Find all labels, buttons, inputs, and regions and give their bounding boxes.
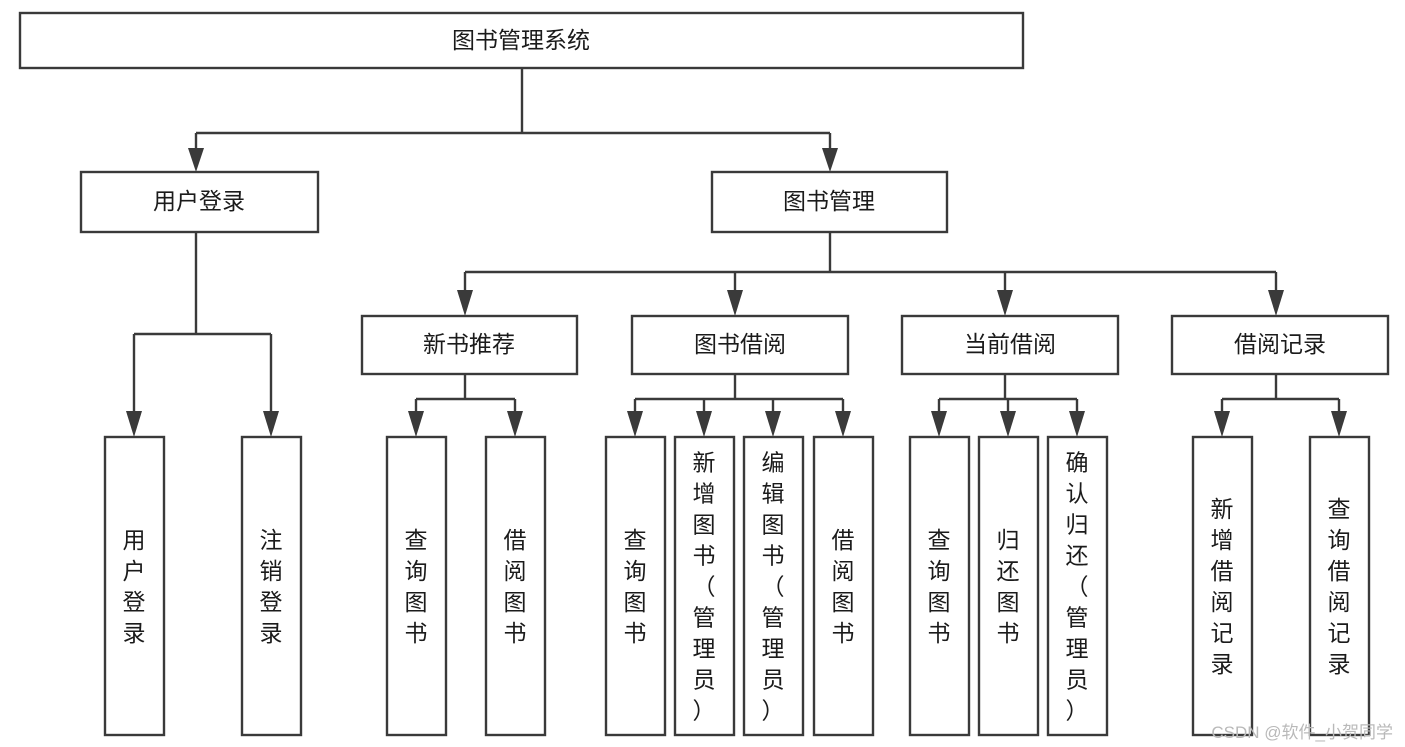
node-leaf7-label: 编辑图书（管理员） [762, 450, 785, 724]
node-leaf12[interactable]: 新增借阅记录 [1191, 435, 1254, 737]
node-leaf11-box[interactable] [1046, 435, 1109, 737]
node-leaf7-box[interactable] [742, 435, 805, 737]
connector-group-root-to-level2 [188, 68, 838, 172]
node-leaf10[interactable]: 归还图书 [977, 435, 1040, 737]
node-login[interactable]: 用户登录 [79, 170, 320, 234]
node-bookmgmt-label: 图书管理 [783, 188, 875, 214]
node-leaf13-label: 查询借阅记录 [1328, 496, 1351, 677]
node-leaf6-label: 新增图书（管理员） [693, 450, 716, 724]
node-leaf11-label: 确认归还（管理员） [1066, 450, 1089, 724]
node-leaf8-box[interactable] [812, 435, 875, 737]
connector-group-newbook-to-leaves [408, 374, 523, 437]
arrowhead-login [188, 148, 204, 172]
node-records[interactable]: 借阅记录 [1170, 314, 1390, 376]
connector-group-records-to-leaves [1214, 374, 1347, 437]
node-newbook-box[interactable] [360, 314, 579, 376]
arrowhead-borrow [727, 290, 743, 316]
arrowhead-leaf8 [835, 411, 851, 437]
node-records-box[interactable] [1170, 314, 1390, 376]
arrowhead-leaf4 [507, 411, 523, 437]
node-leaf11[interactable]: 确认归还（管理员） [1046, 435, 1109, 737]
node-leaf8-label: 借阅图书 [832, 527, 855, 646]
node-leaf12-box[interactable] [1191, 435, 1254, 737]
node-leaf3-label: 查询图书 [405, 527, 428, 646]
node-leaf1-box[interactable] [103, 435, 166, 737]
arrowhead-leaf9 [931, 411, 947, 437]
node-leaf2-label: 注销登录 [260, 527, 283, 646]
node-records-label: 借阅记录 [1234, 331, 1326, 357]
node-current-box[interactable] [900, 314, 1120, 376]
node-leaf5[interactable]: 查询图书 [604, 435, 667, 737]
node-newbook-label: 新书推荐 [423, 331, 515, 357]
node-leaf10-box[interactable] [977, 435, 1040, 737]
connector-group-borrow-to-leaves [627, 374, 851, 437]
node-newbook[interactable]: 新书推荐 [360, 314, 579, 376]
arrowhead-leaf7 [765, 411, 781, 437]
node-leaf10-label: 归还图书 [997, 527, 1020, 646]
arrowhead-leaf1 [126, 411, 142, 437]
node-root-label: 图书管理系统 [452, 27, 590, 53]
node-leaf6[interactable]: 新增图书（管理员） [673, 435, 736, 737]
node-borrow-label: 图书借阅 [694, 331, 786, 357]
node-leaf2[interactable]: 注销登录 [240, 435, 303, 737]
connector-group-current-to-leaves [931, 374, 1085, 437]
arrowhead-leaf5 [627, 411, 643, 437]
arrowhead-bookmgmt [822, 148, 838, 172]
arrowhead-leaf11 [1069, 411, 1085, 437]
arrowhead-current [997, 290, 1013, 316]
node-leaf9-label: 查询图书 [928, 527, 951, 646]
node-leaf1-label: 用户登录 [123, 527, 146, 646]
node-leaf3[interactable]: 查询图书 [385, 435, 448, 737]
node-leaf3-box[interactable] [385, 435, 448, 737]
node-login-label: 用户登录 [153, 188, 245, 214]
node-leaf5-label: 查询图书 [624, 527, 647, 646]
arrowhead-newbook [457, 290, 473, 316]
connector-group-bookmgmt-to-level3 [457, 232, 1284, 316]
arrowhead-leaf3 [408, 411, 424, 437]
node-login-box[interactable] [79, 170, 320, 234]
arrowhead-leaf13 [1331, 411, 1347, 437]
node-leaf12-label: 新增借阅记录 [1211, 496, 1234, 677]
node-current[interactable]: 当前借阅 [900, 314, 1120, 376]
node-leaf9-box[interactable] [908, 435, 971, 737]
node-leaf6-box[interactable] [673, 435, 736, 737]
arrowhead-leaf12 [1214, 411, 1230, 437]
node-borrow[interactable]: 图书借阅 [630, 314, 850, 376]
node-bookmgmt-box[interactable] [710, 170, 949, 234]
arrowhead-records [1268, 290, 1284, 316]
node-current-label: 当前借阅 [964, 331, 1056, 357]
node-bookmgmt[interactable]: 图书管理 [710, 170, 949, 234]
node-borrow-box[interactable] [630, 314, 850, 376]
node-leaf5-box[interactable] [604, 435, 667, 737]
arrowhead-leaf10 [1000, 411, 1016, 437]
node-leaf4-label: 借阅图书 [504, 527, 527, 646]
node-root-box[interactable] [18, 11, 1025, 70]
node-leaf7[interactable]: 编辑图书（管理员） [742, 435, 805, 737]
node-leaf1[interactable]: 用户登录 [103, 435, 166, 737]
node-leaf4[interactable]: 借阅图书 [484, 435, 547, 737]
node-leaf4-box[interactable] [484, 435, 547, 737]
csdn-watermark: CSDN @软件_小贺同学 [1211, 723, 1393, 742]
arrowhead-leaf6 [696, 411, 712, 437]
node-leaf2-box[interactable] [240, 435, 303, 737]
arrowhead-leaf2 [263, 411, 279, 437]
node-leaf13-box[interactable] [1308, 435, 1371, 737]
connector-group-login-to-leaves [126, 232, 279, 437]
node-leaf8[interactable]: 借阅图书 [812, 435, 875, 737]
node-leaf13[interactable]: 查询借阅记录 [1308, 435, 1371, 737]
node-leaf9[interactable]: 查询图书 [908, 435, 971, 737]
node-root[interactable]: 图书管理系统 [18, 11, 1025, 70]
